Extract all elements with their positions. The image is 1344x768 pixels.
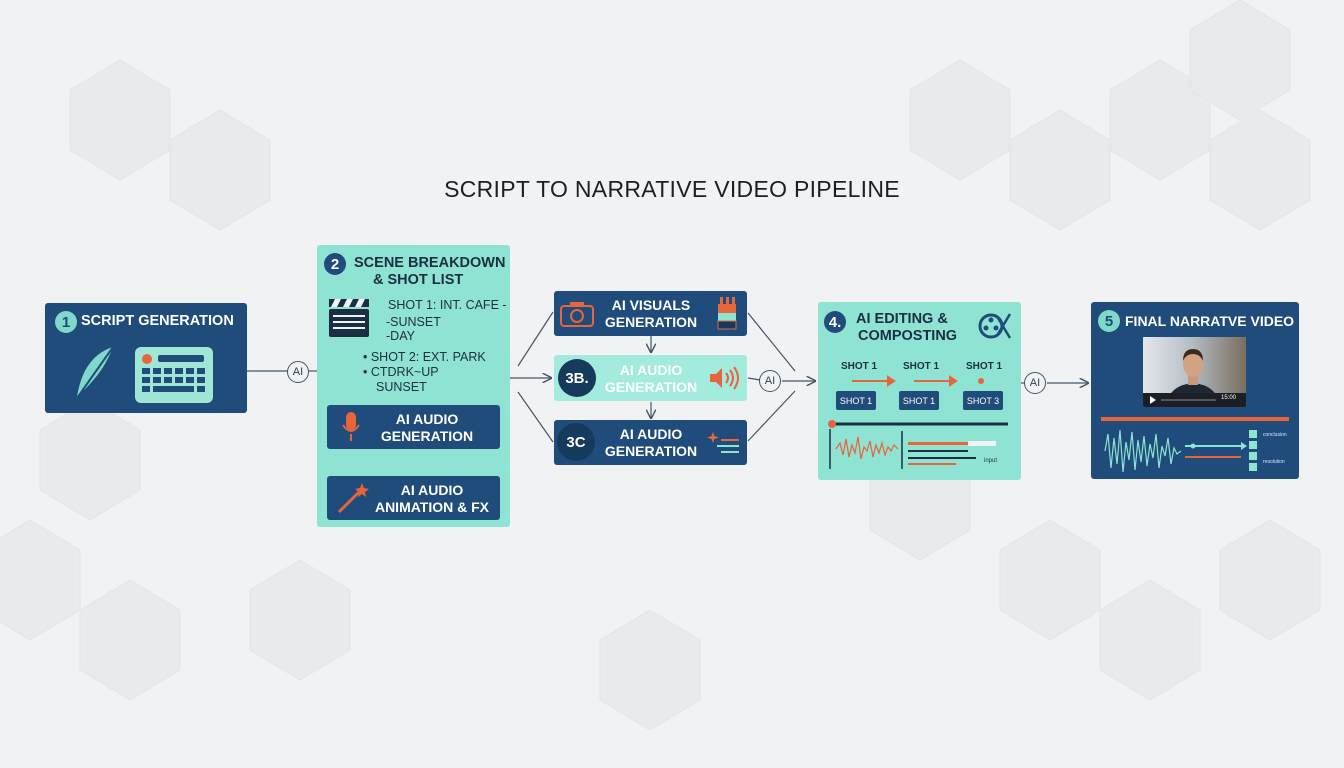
- video-time: 15:00: [1221, 395, 1237, 401]
- video-player[interactable]: 15:00: [1143, 337, 1246, 407]
- ai-connector-2: AI: [759, 370, 781, 392]
- final-caption-top: conclusion: [1263, 432, 1287, 438]
- paint-palette-icon: [717, 297, 737, 330]
- step-3b-line1: AI AUDIO: [619, 362, 683, 378]
- microphone-icon: [342, 412, 360, 441]
- clapperboard-icon: [329, 299, 369, 337]
- shot-button-2[interactable]: SHOT 1: [899, 391, 939, 410]
- step-3b-line2: GENERATION: [604, 379, 698, 395]
- step-2-label-line2: & SHOT LIST: [373, 272, 464, 288]
- step-3c-audio-generation[interactable]: 3C AI AUDIO GENERATION: [554, 420, 747, 465]
- video-progress-track[interactable]: [1161, 399, 1216, 401]
- step-1-label: SCRIPT GENERATION: [81, 313, 234, 329]
- shot-label-3: SHOT 1: [966, 361, 1003, 372]
- ai-connector-3: AI: [1024, 372, 1046, 394]
- shot-button-3[interactable]: SHOT 3: [963, 391, 1003, 410]
- pipeline-title: SCRIPT TO NARRATIVE VIDEO PIPELINE: [444, 176, 900, 202]
- sparkle-lines-icon: [707, 432, 739, 453]
- step-2-animation-line1: AI AUDIO: [400, 482, 464, 498]
- feather-quill-icon: [74, 346, 114, 402]
- step-3c-line1: AI AUDIO: [619, 426, 683, 442]
- step-4-number: 4.: [824, 311, 846, 333]
- shot-list-line-4: • SHOT 2: EXT. PARK: [363, 350, 486, 364]
- speaker-waves-icon: [710, 366, 739, 390]
- step-3b-badge: 3B.: [558, 359, 596, 397]
- step-2-audio-line2: GENERATION: [380, 428, 474, 444]
- step-3a-line1: AI VISUALS: [611, 297, 691, 313]
- step-5-number: 5: [1098, 310, 1120, 332]
- shot-list-line-3: -DAY: [386, 329, 415, 343]
- step-4-editing-compositing[interactable]: 4. AI EDITING & COMPOSTING SHOT 1 SHOT 1…: [818, 302, 1021, 480]
- ai-connector-1: AI: [287, 361, 309, 383]
- shot-sequence-arrows: [852, 375, 984, 387]
- step-5-label: FINAL NARRATVE VIDEO: [1125, 313, 1295, 329]
- editing-timeline: [828, 420, 1008, 469]
- video-control-bar[interactable]: 15:00: [1143, 393, 1246, 407]
- step-3a-line2: GENERATION: [604, 314, 698, 330]
- step-2-animation-fx[interactable]: AI AUDIO ANIMATION & FX: [327, 476, 500, 520]
- final-caption-bottom: resolution: [1263, 459, 1285, 465]
- step-3c-line2: GENERATION: [604, 443, 698, 459]
- step-5-final-video[interactable]: 5 FINAL NARRATVE VIDEO 15:00 conclusion …: [1091, 302, 1299, 479]
- step-3b-audio-generation[interactable]: 3B. AI AUDIO GENERATION: [554, 355, 747, 401]
- step-2-animation-line2: ANIMATION & FX: [374, 499, 490, 515]
- step-4-label-line1: AI EDITING &: [856, 311, 948, 327]
- step-1-number: 1: [55, 311, 77, 333]
- shot-list-line-2: -SUNSET: [386, 315, 441, 329]
- step-2-audio-generation[interactable]: AI AUDIO GENERATION: [327, 405, 500, 449]
- step-4-label-line2: COMPOSTING: [858, 328, 958, 344]
- camera-icon: [560, 302, 594, 327]
- step-3a-visuals-generation[interactable]: AI VISUALS GENERATION: [554, 291, 747, 336]
- step-2-audio-line1: AI AUDIO: [395, 411, 459, 427]
- final-audio-waveform: [1104, 429, 1257, 473]
- shot-label-1: SHOT 1: [841, 361, 878, 372]
- keyboard-icon: [135, 347, 213, 403]
- shot-list-line-6: SUNSET: [376, 380, 427, 394]
- shot-label-2: SHOT 1: [903, 361, 940, 372]
- film-reel-scissors-icon: [978, 313, 1012, 339]
- step-2-label-line1: SCENE BREAKDOWN: [354, 255, 506, 271]
- step-3c-badge: 3C: [557, 423, 595, 461]
- play-icon[interactable]: [1149, 396, 1157, 404]
- step-1-script-generation[interactable]: 1 SCRIPT GENERATION: [45, 303, 247, 413]
- step-2-number: 2: [324, 253, 346, 275]
- shot-list-line-1: SHOT 1: INT. CAFE -: [388, 298, 507, 312]
- step-2-scene-breakdown[interactable]: 2 SCENE BREAKDOWN & SHOT LIST SHOT 1: IN…: [317, 245, 510, 527]
- shot-button-1[interactable]: SHOT 1: [836, 391, 876, 410]
- timeline-caption: input: [984, 458, 998, 464]
- magic-wand-icon: [337, 483, 369, 514]
- final-timeline-bar: [1101, 417, 1289, 421]
- shot-list-line-5: • CTDRK~UP: [363, 365, 439, 379]
